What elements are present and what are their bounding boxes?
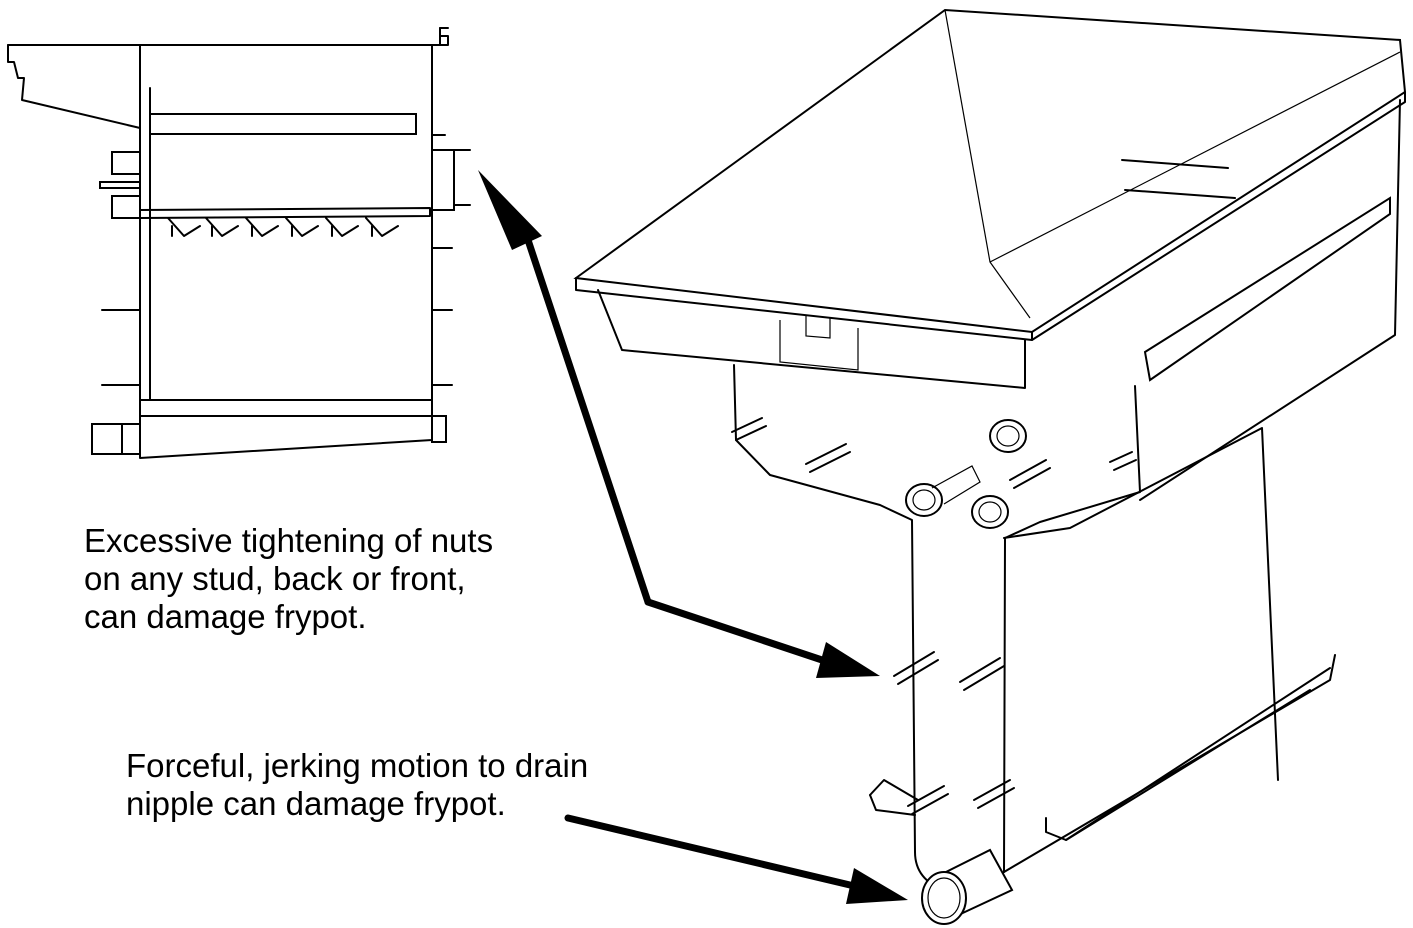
stud-warning-line-2: on any stud, back or front, xyxy=(84,560,466,597)
drain-warning-line-2: nipple can damage frypot. xyxy=(126,785,506,822)
frypot-side-view xyxy=(7,27,471,459)
frypot-isometric-view xyxy=(573,8,1407,925)
stud-bolts xyxy=(731,417,1137,815)
drain-warning-caption: Forceful, jerking motion to drain nipple… xyxy=(126,747,588,823)
heating-element-teeth xyxy=(167,217,399,237)
stud-warning-line-3: can damage frypot. xyxy=(84,598,367,635)
stud-warning-line-1: Excessive tightening of nuts xyxy=(84,522,494,559)
drain-nipple xyxy=(921,848,1014,925)
fitting-sleeves xyxy=(905,419,1027,529)
stud-warning-arrows xyxy=(478,170,880,678)
drain-warning-line-1: Forceful, jerking motion to drain xyxy=(126,747,589,784)
drain-warning-arrow xyxy=(564,814,908,904)
stud-warning-caption: Excessive tightening of nuts on any stud… xyxy=(84,522,493,636)
